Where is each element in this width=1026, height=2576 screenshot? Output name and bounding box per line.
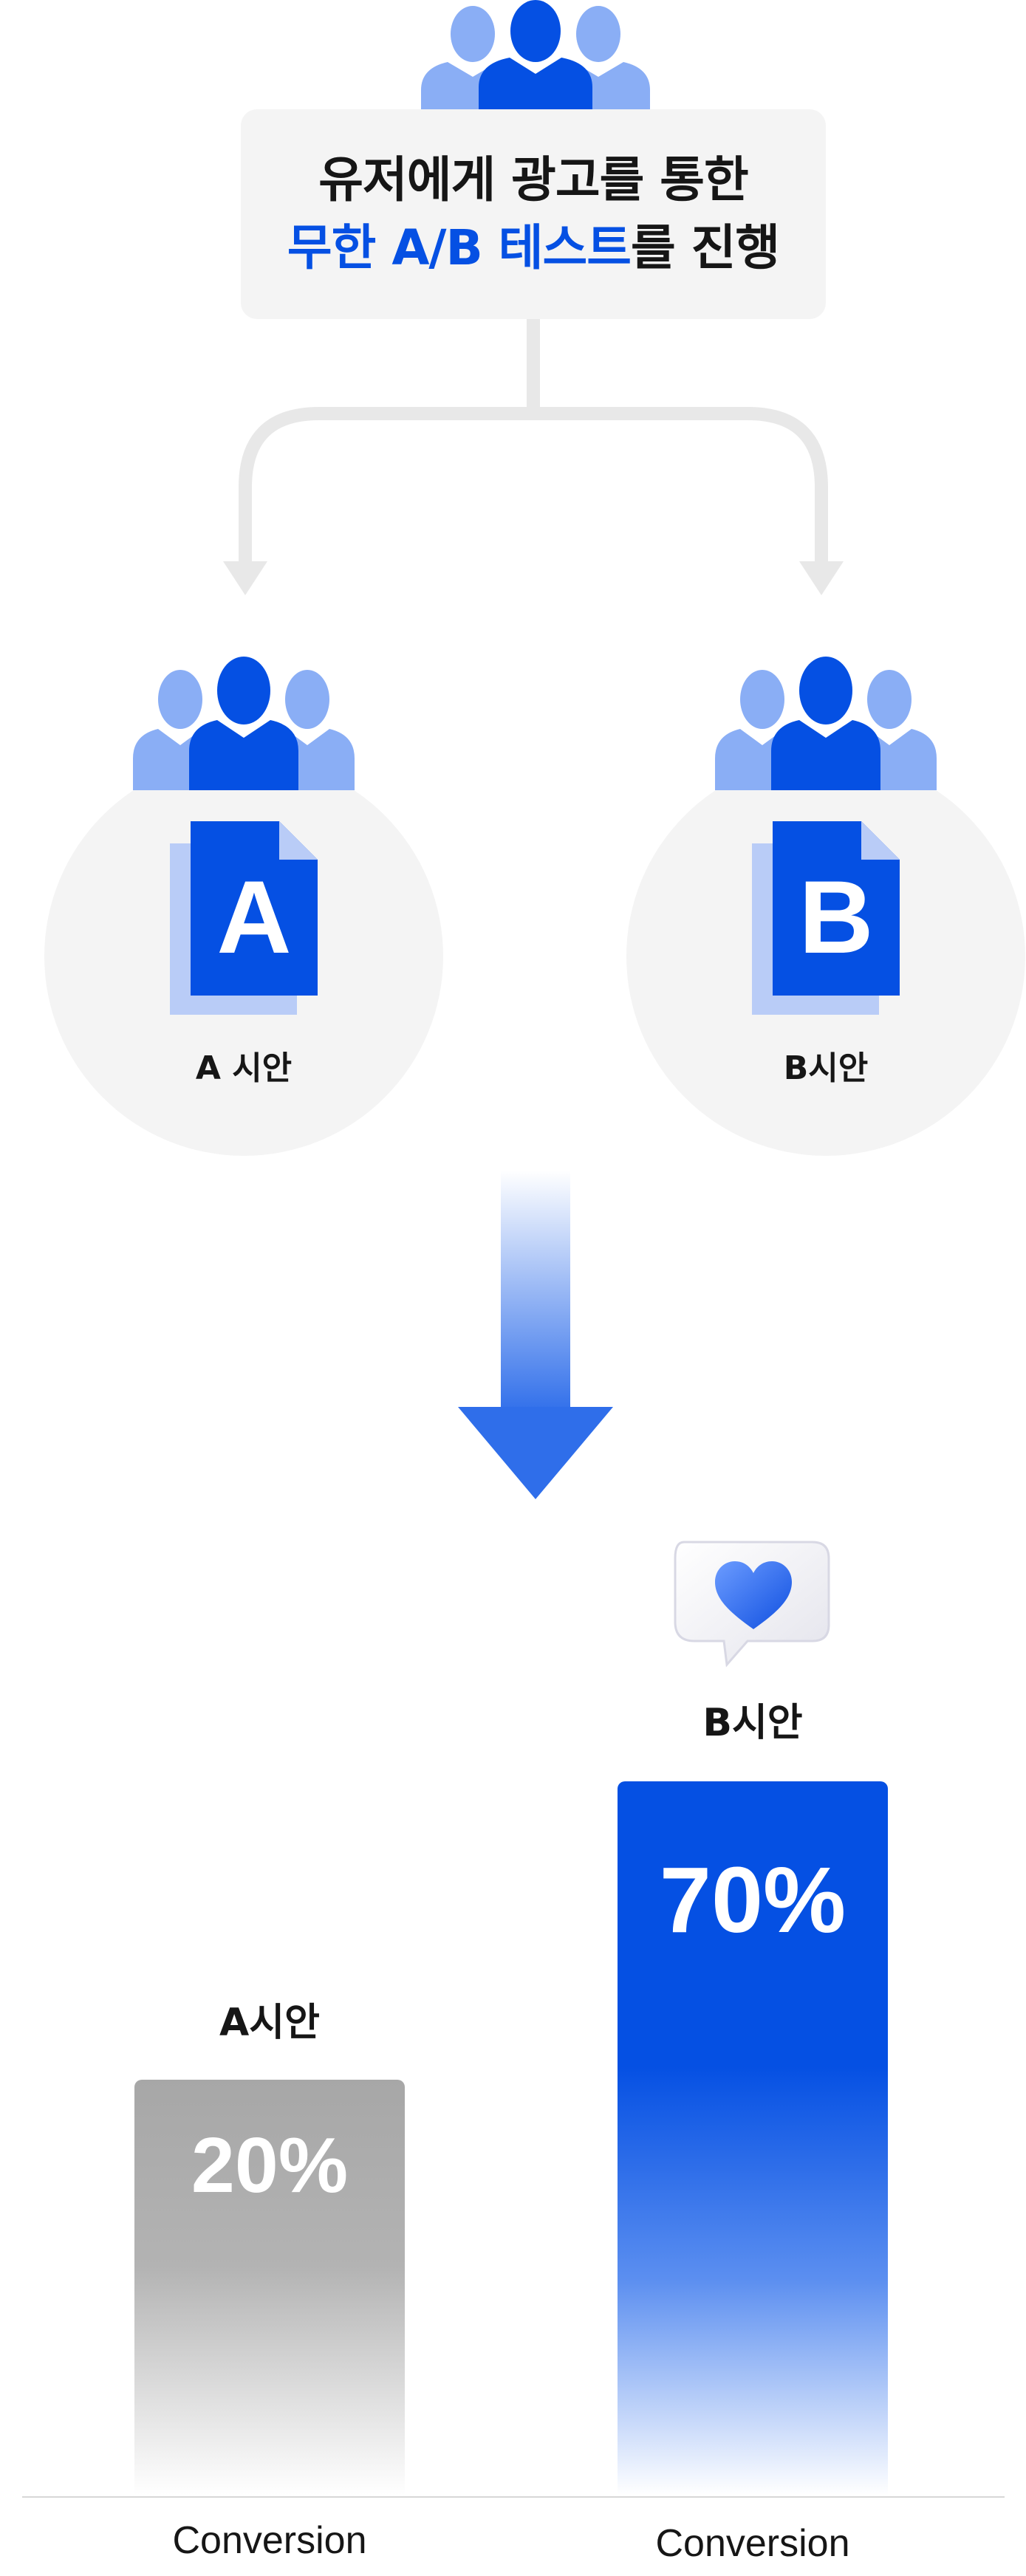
user-group-icon (421, 0, 650, 111)
title-rest: 를 진행 (630, 219, 780, 276)
variant-b-label: B시안 (783, 1049, 869, 1087)
title-highlight: 무한 A/B 테스트 (287, 219, 632, 276)
title-box: 유저에게 광고를 통한 무한 A/B 테스트를 진행 (241, 109, 826, 319)
down-arrow-icon (458, 1171, 613, 1499)
document-icon (170, 821, 318, 1015)
bar-a-value: 20% (191, 2122, 349, 2209)
document-icon (752, 821, 900, 1015)
variant-a-letter: A (216, 859, 292, 975)
bar-a-title: A시안 (219, 2001, 320, 2045)
branch-arrows (223, 319, 844, 595)
bar-b-axis-label: Conversion (655, 2522, 850, 2565)
variant-b-letter: B (798, 859, 874, 975)
bar-b (618, 1781, 888, 2495)
title-line-1: 유저에게 광고를 통한 (318, 151, 748, 208)
bar-a (134, 2080, 405, 2495)
title-line-2: 무한 A/B 테스트를 진행 (287, 214, 780, 282)
chart-baseline (22, 2496, 1005, 2498)
bar-b-title: B시안 (702, 1701, 803, 1745)
bar-a-axis-label: Conversion (172, 2519, 367, 2562)
user-group-icon (133, 657, 355, 790)
heart-speech-bubble-icon (674, 1541, 830, 1668)
bar-b-value: 70% (659, 1848, 847, 1952)
user-group-icon (715, 657, 937, 790)
variant-a-label: A 시안 (195, 1049, 293, 1087)
